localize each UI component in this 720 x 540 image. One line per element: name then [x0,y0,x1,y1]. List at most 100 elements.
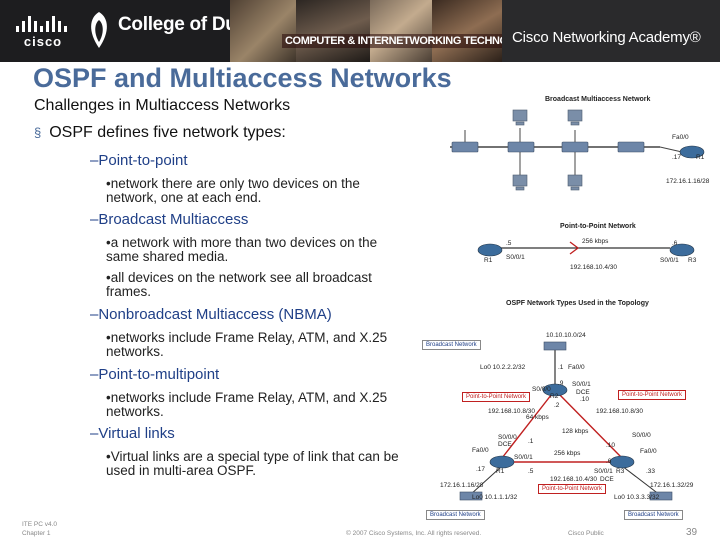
router-name: R2 [550,393,559,400]
router-name: R1 [484,257,493,264]
interface-label: S0/0/0 [632,432,651,439]
interface-label: S0/0/1 [506,254,525,261]
host-label: .6 [606,458,612,465]
network-type-heading: –Virtual links [90,425,175,442]
student-photo [432,0,502,62]
switch-icon [649,491,673,501]
host-label: .9 [558,380,564,387]
header-banner: cisco College of DuPage COMPUTER & INTER… [0,0,720,62]
host-label: .1 [528,438,534,445]
legend-point-to-point: Point-to-Point Network [538,484,607,494]
loopback-label: Lo0 10.3.3.3/32 [614,494,660,501]
program-name: COMPUTER & INTERNETWORKING TECHNOLOGIES [282,34,550,48]
footer-copyright: © 2007 Cisco Systems, Inc. All rights re… [346,530,482,537]
academy-panel: Cisco Networking Academy® [502,0,720,62]
legend-broadcast-network: Broadcast Network [422,340,481,350]
page-number: 39 [686,527,698,538]
network-type-detail: •a network with more than two devices on… [106,235,378,264]
footer-chapter: Chapter 1 [22,530,51,537]
interface-label: S0/0/1 [594,468,613,475]
switch-icon [459,491,483,501]
interface-label: Fa0/0 [568,364,585,371]
router-name: R3 [616,468,625,475]
legend-broadcast-network: Broadcast Network [624,510,683,520]
pc-icon [512,109,583,191]
main-bullet: §OSPF defines five network types: [34,124,286,142]
switch-icon [451,141,645,153]
host-label: .6 [672,240,678,247]
network-type-detail: •Virtual links are a special type of lin… [106,449,399,478]
bandwidth-label: 256 kbps [554,450,581,457]
subnet-label: 10.10.10.0/24 [546,332,586,339]
college-logo-icon [91,12,107,48]
subnet-label: 172.16.1.16/28 [440,482,484,489]
network-type-heading: –Nonbroadcast Multiaccess (NBMA) [90,306,332,323]
host-label: .17 [476,466,486,473]
interface-label: S0/0/0 [498,434,517,441]
footer-classification: Cisco Public [568,530,604,537]
bullet-marker: § [34,125,42,140]
interface-label: S0/0/0 [532,386,551,393]
diagram-drawing [450,109,705,501]
network-type-detail: •all devices on the network see all broa… [106,270,372,299]
network-type-detail: •networks include Frame Relay, ATM, and … [106,330,388,359]
cisco-wordmark: cisco [23,34,63,49]
legend-point-to-point: Point-to-Point Network [462,392,531,402]
diagram-title: OSPF Network Types Used in the Topology [506,300,649,307]
subnet-label: 192.168.10.4/30 [570,264,617,271]
cisco-bridge-icon [16,14,67,32]
network-type-heading: –Point-to-point [90,152,188,169]
subnet-label: 192.168.10.8/30 [596,408,643,415]
loopback-label: Lo0 10.1.1.1/32 [472,494,518,501]
academy-name: Cisco Networking Academy® [512,29,701,46]
host-label: .17 [672,154,682,161]
interface-label: S0/0/1 [660,257,679,264]
legend-point-to-point: Point-to-Point Network [618,390,687,400]
bandwidth-label: 128 kbps [562,428,589,435]
host-label: .1 [558,364,564,371]
router-icon [679,145,705,159]
diagram-title: Broadcast Multiaccess Network [545,96,651,103]
dce-label: DCE [600,476,614,483]
network-type-detail: •network there are only two devices on t… [106,176,360,205]
interface-label: Fa0/0 [640,448,657,455]
router-name: R1 [496,468,505,475]
interface-label: S0/0/1 [514,454,533,461]
host-label: .10 [580,396,590,403]
slide-subtitle: Challenges in Multiaccess Networks [34,97,291,114]
interface-label: S0/0/1 [572,381,591,388]
router-icon [542,383,568,397]
host-label: .33 [646,468,656,475]
subnet-label: 172.16.1.32/29 [650,482,694,489]
student-photo [296,0,370,62]
network-type-heading: –Point-to-multipoint [90,366,220,383]
network-type-detail: •networks include Frame Relay, ATM, and … [106,390,388,419]
host-label: .10 [606,442,616,449]
point-to-point-diagram [477,241,695,257]
router-name: R1 [696,154,705,161]
footer-course: ITE PC v4.0 [22,521,58,528]
subnet-label: 172.16.1.16/28 [666,178,710,185]
switch-icon [543,341,567,351]
network-diagrams: Broadcast Multiaccess Network Fa0/0 .17 … [410,90,720,530]
interface-label: Fa0/0 [472,447,489,454]
host-label: .5 [528,468,534,475]
broadcast-network-diagram [450,109,705,191]
router-icon [669,243,695,257]
cisco-logo: cisco [12,8,74,52]
dce-label: DCE [498,441,512,448]
student-photo [230,0,296,62]
subnet-label: 192.168.10.4/30 [550,476,597,483]
dce-label: DCE [576,389,590,396]
network-type-heading: –Broadcast Multiaccess [90,211,249,228]
topology-diagram [459,341,673,501]
loopback-label: Lo0 10.2.2.2/32 [480,364,526,371]
router-icon [477,243,503,257]
subnet-label: 192.168.10.8/30 [488,408,535,415]
bandwidth-label: 64 kbps [526,414,549,421]
host-label: .5 [506,240,512,247]
host-label: .2 [554,402,560,409]
diagram-title: Point-to-Point Network [560,223,636,230]
router-icon [489,455,515,469]
legend-broadcast-network: Broadcast Network [426,510,485,520]
